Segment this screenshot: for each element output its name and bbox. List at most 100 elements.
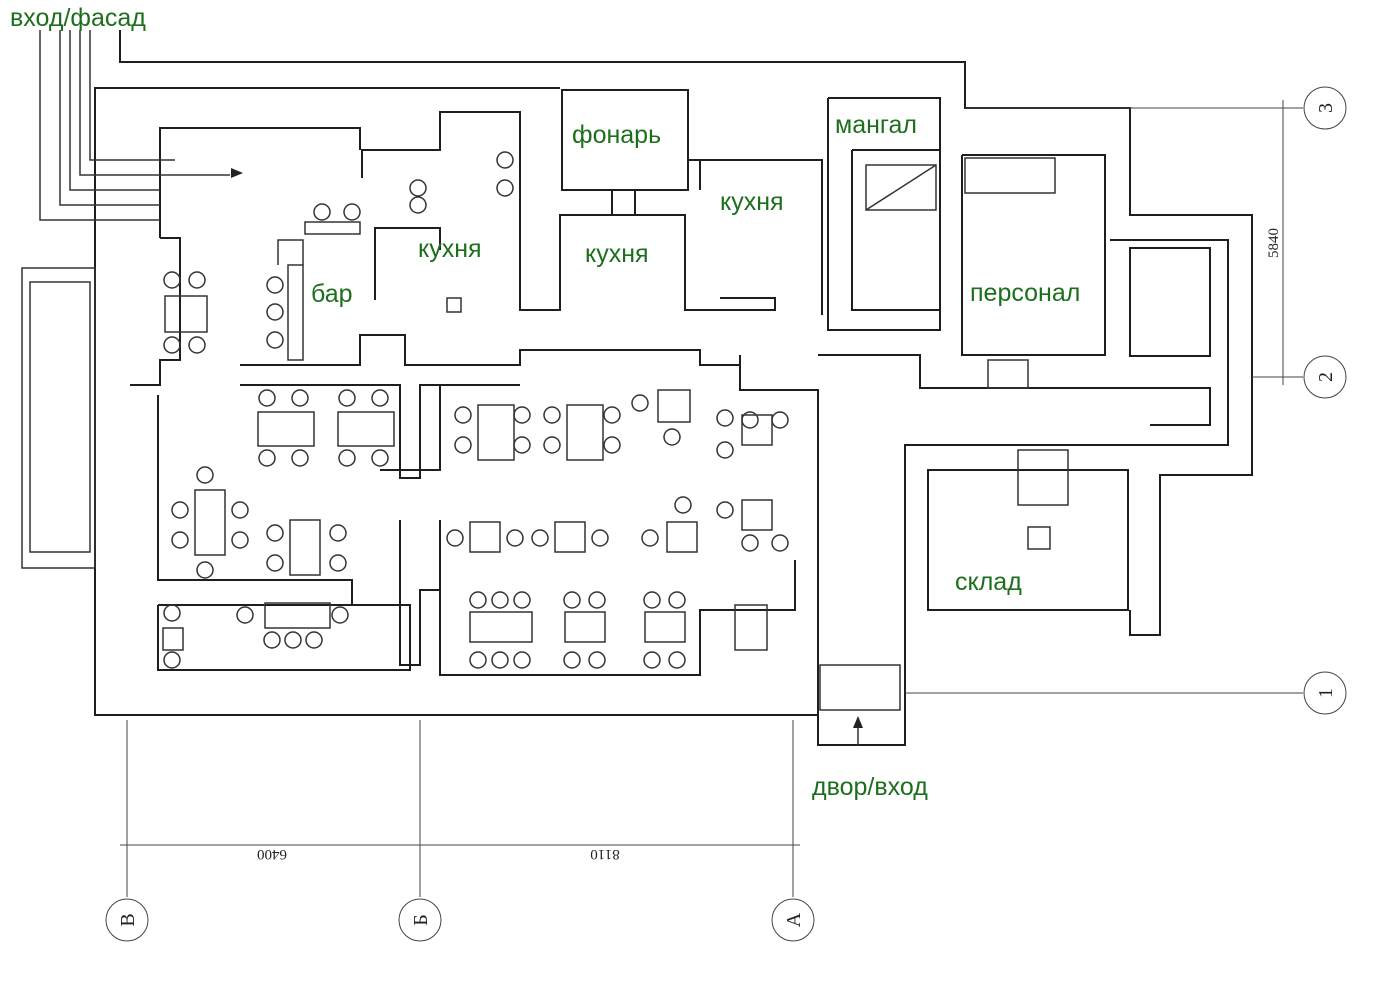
table (477, 404, 515, 461)
chair (343, 203, 361, 221)
chair (236, 606, 254, 624)
table (469, 611, 533, 643)
axis-bubble-1 (1303, 671, 1347, 715)
label-lantern: фонарь (572, 121, 661, 149)
chair (771, 411, 789, 429)
axis-label-a: А (783, 912, 805, 927)
axis-bubble-v (105, 898, 149, 942)
chair (668, 591, 686, 609)
chair (513, 406, 531, 424)
chair (338, 449, 356, 467)
dimension-8110: 8110 (590, 846, 619, 862)
chair (446, 529, 464, 547)
chair (258, 389, 276, 407)
chair (371, 389, 389, 407)
chair (531, 529, 549, 547)
chair (741, 411, 759, 429)
chair (188, 336, 206, 354)
chair (171, 531, 189, 549)
chair (163, 271, 181, 289)
label-yard-entrance: двор/вход (812, 773, 928, 801)
chair (305, 631, 323, 649)
chair (454, 436, 472, 454)
chair (266, 303, 284, 321)
axis-label-v: В (117, 913, 139, 926)
chair (331, 606, 349, 624)
chair (491, 651, 509, 669)
chair (371, 449, 389, 467)
chair (496, 179, 514, 197)
label-kitchen: кухня (585, 240, 649, 268)
table (566, 404, 604, 461)
axis-bubble-3 (1303, 86, 1347, 130)
table (264, 602, 331, 629)
chair (188, 271, 206, 289)
chair (258, 449, 276, 467)
table (741, 499, 773, 531)
label-bar: бар (311, 280, 353, 308)
table (666, 521, 698, 553)
chair (716, 501, 734, 519)
chair (513, 591, 531, 609)
grid-axes: 3 2 1 В Б А 6400 8110 5840 (105, 86, 1347, 942)
chair (563, 591, 581, 609)
table (164, 295, 208, 333)
chair (643, 651, 661, 669)
chair (643, 591, 661, 609)
chair (588, 651, 606, 669)
chair (716, 409, 734, 427)
chair (266, 524, 284, 542)
chair (196, 561, 214, 579)
chair (231, 531, 249, 549)
chair (641, 529, 659, 547)
chair (513, 436, 531, 454)
walls (21, 30, 1253, 746)
chair (543, 436, 561, 454)
furniture (162, 151, 789, 669)
dimension-6400: 6400 (257, 846, 287, 862)
table (257, 411, 315, 447)
label-grill: мангал (835, 111, 917, 139)
dimension-5840: 5840 (1266, 228, 1282, 258)
table (194, 489, 226, 556)
chair (668, 651, 686, 669)
label-kitchen: кухня (418, 235, 482, 263)
chair (513, 651, 531, 669)
axis-label-1: 1 (1315, 688, 1337, 698)
label-storage: склад (955, 568, 1022, 596)
table (469, 521, 501, 553)
table (741, 414, 773, 446)
axis-label-b: Б (410, 914, 432, 925)
chair (266, 331, 284, 349)
chair (163, 604, 181, 622)
axis-bubble-b (398, 898, 442, 942)
chair (263, 631, 281, 649)
chair (491, 591, 509, 609)
chair (163, 651, 181, 669)
table (162, 627, 184, 651)
axis-label-2: 2 (1315, 372, 1337, 382)
chair (454, 406, 472, 424)
chair (506, 529, 524, 547)
axis-bubble-a (771, 898, 815, 942)
chair (603, 436, 621, 454)
chair (329, 524, 347, 542)
chair (603, 406, 621, 424)
table (337, 411, 395, 447)
chair (588, 591, 606, 609)
chair (171, 501, 189, 519)
chair (663, 428, 681, 446)
room-labels: вход/фасад фонарь мангал кухня кухня кух… (10, 4, 1080, 801)
chair (591, 529, 609, 547)
chair (716, 441, 734, 459)
chair (196, 466, 214, 484)
label-staff: персонал (970, 279, 1080, 307)
chair (771, 534, 789, 552)
chair (496, 151, 514, 169)
chair (163, 336, 181, 354)
chair (543, 406, 561, 424)
chair (409, 196, 427, 214)
chair (469, 651, 487, 669)
label-entrance-facade: вход/фасад (10, 4, 146, 32)
